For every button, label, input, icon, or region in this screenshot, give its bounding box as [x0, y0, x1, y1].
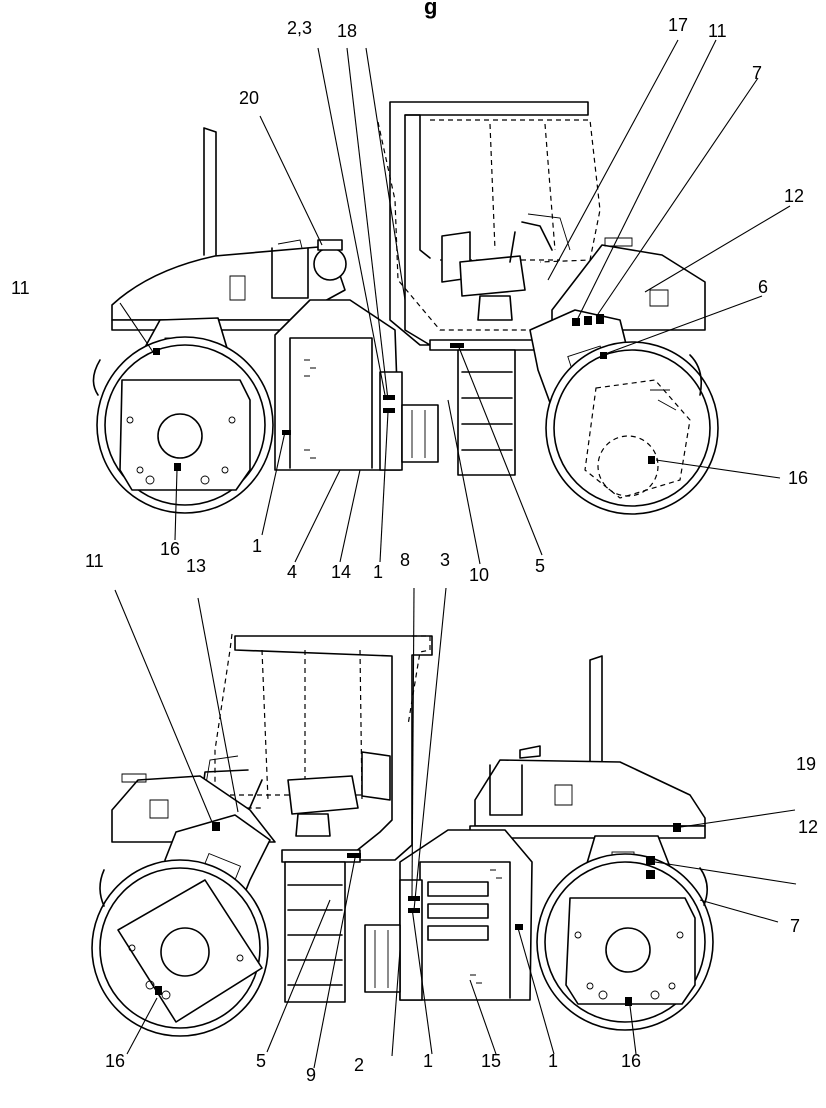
roller-side-view-bottom — [91, 633, 714, 1037]
label-8: 8 — [400, 550, 411, 570]
label-11-top-left: 11 — [11, 278, 30, 298]
label-11-top-right: 11 — [708, 21, 727, 41]
label-10: 10 — [469, 565, 490, 585]
label-18: 18 — [337, 21, 358, 41]
label-7-top: 7 — [752, 63, 763, 83]
label-20: 20 — [239, 88, 260, 108]
label-5-top: 5 — [535, 556, 546, 576]
label-19: 19 — [796, 754, 817, 774]
label-12-bottom: 12 — [798, 817, 819, 837]
label-5-bottom: 5 — [256, 1051, 267, 1071]
label-15: 15 — [481, 1051, 502, 1071]
label-3: 3 — [440, 550, 451, 570]
figure-title-fragment: g — [424, 0, 438, 19]
label-16-bottom-left: 16 — [105, 1051, 126, 1071]
label-16-top-left: 16 — [160, 539, 181, 559]
label-4: 4 — [287, 562, 298, 582]
label-2: 2 — [354, 1055, 365, 1075]
label-13: 13 — [186, 556, 207, 576]
label-1-bottom-b: 1 — [548, 1051, 559, 1071]
label-16-bottom-right: 16 — [621, 1051, 642, 1071]
leader-lines-bottom — [114, 587, 797, 1069]
label-12-top: 12 — [784, 186, 805, 206]
label-17: 17 — [668, 15, 689, 35]
roller-side-view-top — [92, 101, 719, 515]
leader-lines-top — [119, 39, 791, 565]
label-11-bottom: 11 — [85, 551, 104, 571]
label-2-3: 2,3 — [287, 18, 313, 38]
label-1-top-a: 1 — [252, 536, 263, 556]
label-7-bottom: 7 — [790, 916, 801, 936]
label-1-bottom-a: 1 — [423, 1051, 434, 1071]
label-1-top-b: 1 — [373, 562, 384, 582]
label-14: 14 — [331, 562, 352, 582]
label-6: 6 — [758, 277, 769, 297]
label-16-top-right: 16 — [788, 468, 809, 488]
label-9: 9 — [306, 1065, 317, 1085]
